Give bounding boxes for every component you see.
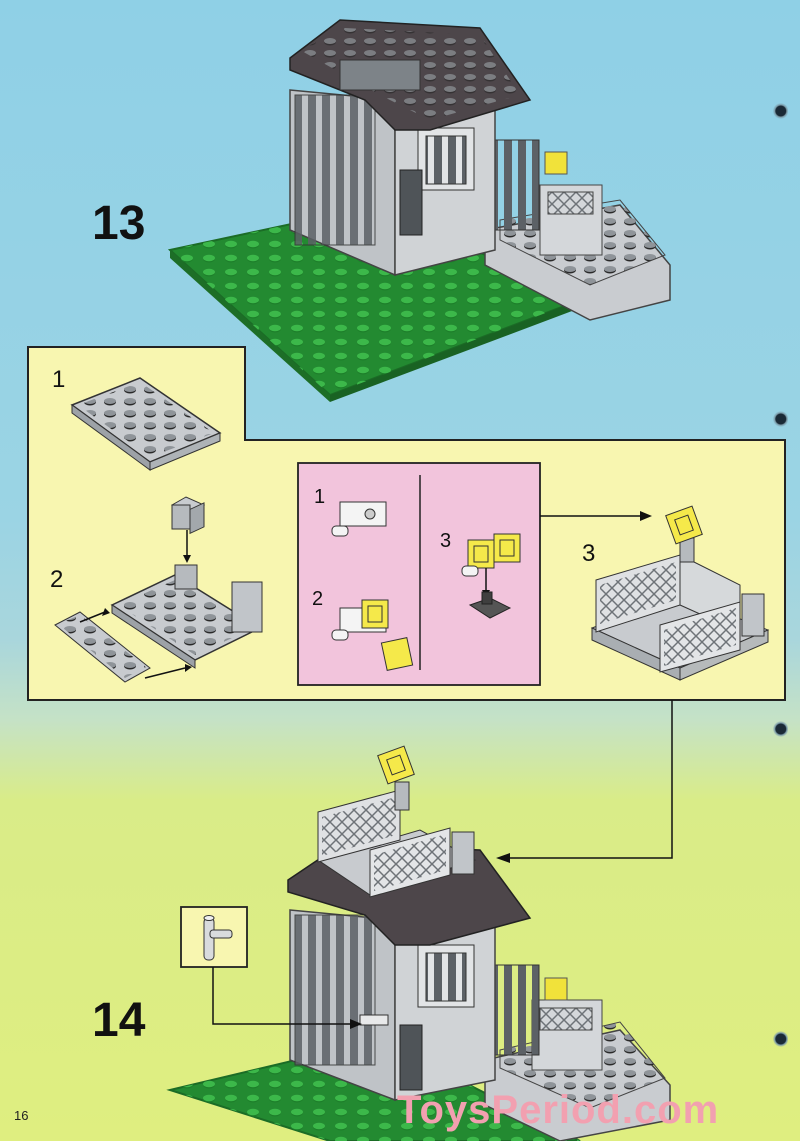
- inset-number-2: 2: [312, 588, 324, 610]
- callout-step2-parts: [54, 496, 263, 683]
- part-callout-piece: [203, 915, 233, 961]
- substep-number-1: 1: [52, 366, 66, 393]
- inset-number-1: 1: [314, 486, 326, 508]
- binder-hole: [770, 100, 788, 122]
- step-number-13: 13: [92, 197, 146, 250]
- inset-parts: [331, 501, 521, 671]
- inset-box: [297, 462, 541, 686]
- callout-step3-fence: [590, 505, 770, 681]
- page-number: 16: [14, 1108, 29, 1123]
- substep-number-2: 2: [50, 566, 64, 593]
- step14-model: [166, 745, 671, 1141]
- binder-hole: [770, 408, 788, 430]
- watermark: ToysPeriod.com: [397, 1088, 720, 1132]
- binder-hole: [770, 1028, 788, 1050]
- inset-number-3: 3: [440, 530, 452, 552]
- substep-number-3: 3: [582, 540, 596, 567]
- step13-model: [167, 19, 671, 402]
- callout-gray-plate: [70, 377, 222, 471]
- step-number-14: 14: [92, 994, 146, 1047]
- binder-hole: [770, 718, 788, 740]
